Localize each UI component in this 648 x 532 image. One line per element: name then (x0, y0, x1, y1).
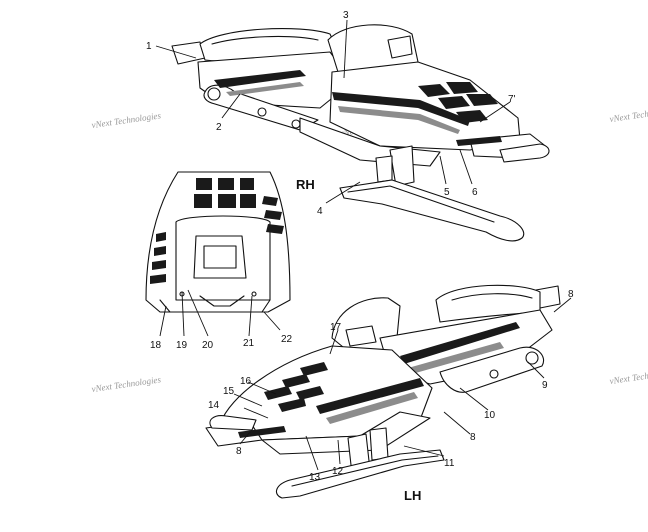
callout-5: 5 (444, 187, 450, 198)
callout-8-middle: 8 (470, 432, 476, 443)
callout-21: 21 (243, 338, 255, 349)
callout-3: 3 (343, 10, 349, 21)
callout-1: 1 (146, 41, 152, 52)
callout-2: 2 (216, 122, 222, 133)
callout-20: 20 (202, 340, 214, 351)
callout-17: 17 (330, 322, 342, 333)
callout-11: 11 (444, 458, 455, 469)
callout-13: 13 (309, 472, 321, 483)
callout-8-top: 8 (568, 289, 574, 300)
watermark-top-right: vNext Technologies (609, 104, 648, 124)
callout-6: 6 (472, 187, 478, 198)
view-label-lh: LH (404, 488, 421, 503)
snowmobile-left-side (205, 284, 561, 499)
snowmobile-right-side (171, 24, 550, 242)
hood-top-view (145, 171, 291, 313)
callout-18: 18 (150, 340, 162, 351)
leader-lines (155, 19, 572, 471)
callout-7: 7' (508, 94, 516, 105)
callout-4: 4 (317, 206, 323, 217)
callout-10: 10 (484, 410, 496, 421)
callout-22: 22 (281, 334, 293, 345)
callout-19: 19 (176, 340, 188, 351)
watermark-bottom-left: vNext Technologies (91, 374, 162, 394)
callout-8-bottom: 8 (236, 446, 242, 457)
callout-9: 9 (542, 380, 548, 391)
callout-16: 16 (240, 376, 252, 387)
watermark-bottom-right: vNext Technologies (609, 366, 648, 386)
callout-15: 15 (223, 386, 235, 397)
callout-12: 12 (332, 466, 344, 477)
view-label-rh: RH (296, 177, 315, 192)
callout-14: 14 (208, 400, 220, 411)
callout-labels: 1 2 3 4 5 6 7' RH 18 19 20 21 22 8 9 10 … (146, 10, 574, 503)
watermark-top-left: vNext Technologies (91, 110, 162, 130)
